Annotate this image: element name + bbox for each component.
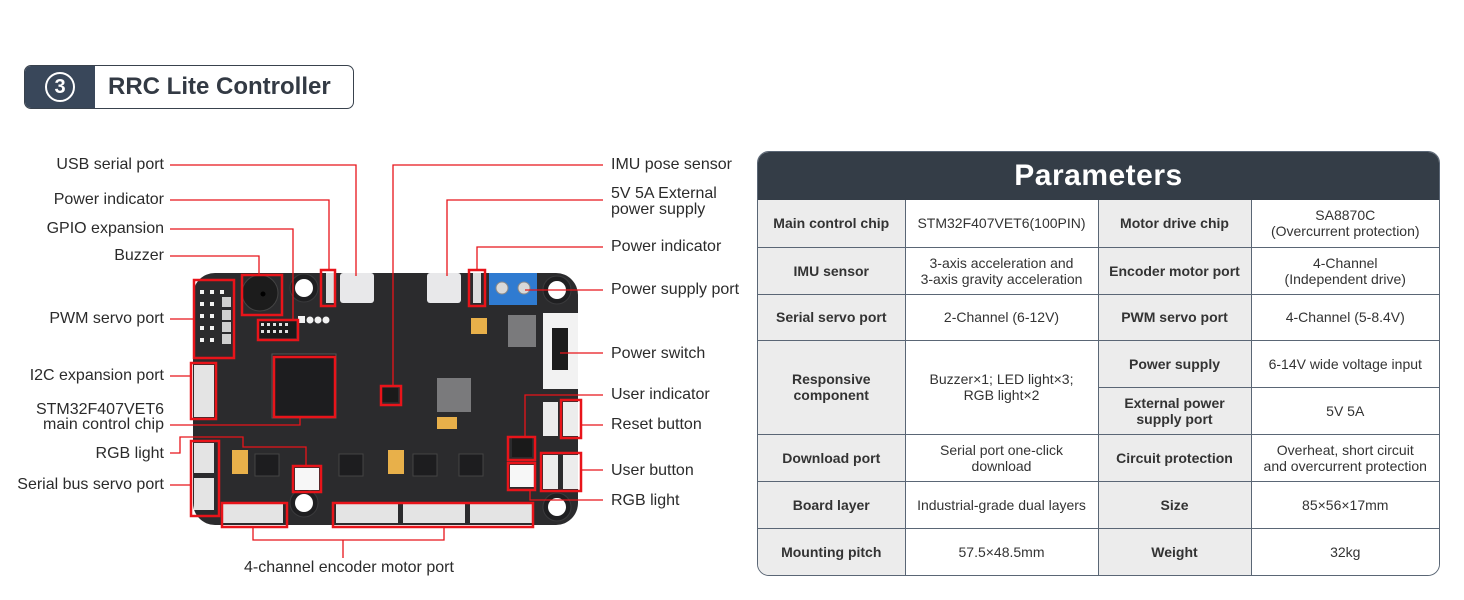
- param-value-cell: 5V 5A: [1250, 386, 1439, 435]
- label-i2c-expansion-port: I2C expansion port: [29, 367, 164, 384]
- param-value-cell: 6-14V wide voltage input: [1250, 339, 1439, 388]
- param-value-cell: Overheat, short circuit and overcurrent …: [1250, 433, 1439, 482]
- param-value-cell: 4-Channel (5-8.4V): [1250, 293, 1439, 341]
- param-name-cell: Responsive component: [758, 339, 906, 435]
- param-value-cell: 2-Channel (6-12V): [904, 293, 1099, 341]
- param-name-cell: Encoder motor port: [1097, 246, 1252, 295]
- section-number-box: 3: [25, 66, 95, 108]
- label-power-indicator-left: Power indicator: [53, 191, 164, 208]
- label-serial-bus-servo-port: Serial bus servo port: [17, 476, 164, 493]
- param-value-cell: SA8870C (Overcurrent protection): [1250, 200, 1439, 248]
- param-value-cell: Buzzer×1; LED light×3; RGB light×2: [904, 339, 1099, 435]
- param-value-cell: 32kg: [1250, 527, 1439, 575]
- param-name-cell: Serial servo port: [758, 293, 906, 341]
- label-buzzer: Buzzer: [114, 247, 164, 264]
- parameters-title: Parameters: [758, 152, 1439, 200]
- label-power-switch: Power switch: [611, 345, 706, 362]
- param-name-cell: Main control chip: [758, 200, 906, 248]
- param-value-cell: Industrial-grade dual layers: [904, 480, 1099, 529]
- section-number: 3: [45, 72, 75, 102]
- label-external-power-line2: power supply: [611, 201, 706, 218]
- label-stm32-chip-line1: STM32F407VET6: [35, 401, 164, 418]
- label-rgb-light-left: RGB light: [95, 445, 164, 462]
- label-stm32-chip-line2: main control chip: [43, 416, 164, 433]
- param-name-cell: Power supply: [1097, 339, 1252, 388]
- param-name-cell: Mounting pitch: [758, 527, 906, 575]
- label-gpio-expansion: GPIO expansion: [46, 220, 164, 237]
- param-name-cell: Motor drive chip: [1097, 200, 1252, 248]
- param-name-cell: External power supply port: [1098, 386, 1252, 435]
- controller-board-image: [193, 273, 578, 525]
- label-reset-button: Reset button: [611, 416, 702, 433]
- param-name-cell: Download port: [758, 433, 906, 482]
- param-value-cell: 85×56×17mm: [1250, 480, 1439, 529]
- controller-diagram: USB serial port Power indicator GPIO exp…: [17, 156, 740, 576]
- section-title: RRC Lite Controller: [108, 73, 331, 100]
- label-user-indicator: User indicator: [611, 386, 710, 403]
- param-value-cell: 4-Channel (Independent drive): [1250, 246, 1439, 295]
- param-value-cell: Serial port one-click download: [904, 433, 1099, 482]
- param-value-cell: 3-axis acceleration and 3-axis gravity a…: [904, 246, 1099, 295]
- param-name-cell: Size: [1097, 480, 1252, 529]
- param-name-cell: PWM servo port: [1097, 293, 1252, 341]
- label-external-power-line1: 5V 5A External: [611, 185, 717, 202]
- label-power-supply-port: Power supply port: [611, 281, 740, 298]
- label-power-indicator-right: Power indicator: [611, 238, 722, 255]
- label-pwm-servo-port: PWM servo port: [49, 310, 164, 327]
- param-value-cell: 57.5×48.5mm: [904, 527, 1099, 575]
- param-value-cell: STM32F407VET6(100PIN): [904, 200, 1099, 248]
- label-imu-pose-sensor: IMU pose sensor: [611, 156, 732, 173]
- param-name-cell: Board layer: [758, 480, 906, 529]
- section-title-badge: 3 RRC Lite Controller: [24, 65, 354, 109]
- param-name-cell: IMU sensor: [758, 246, 906, 295]
- label-usb-serial-port: USB serial port: [56, 156, 164, 173]
- label-rgb-light-right: RGB light: [611, 492, 680, 509]
- label-user-button: User button: [611, 462, 694, 479]
- label-encoder-motor-port: 4-channel encoder motor port: [244, 559, 454, 576]
- param-name-cell: Circuit protection: [1097, 433, 1252, 482]
- param-name-cell: Weight: [1097, 527, 1252, 575]
